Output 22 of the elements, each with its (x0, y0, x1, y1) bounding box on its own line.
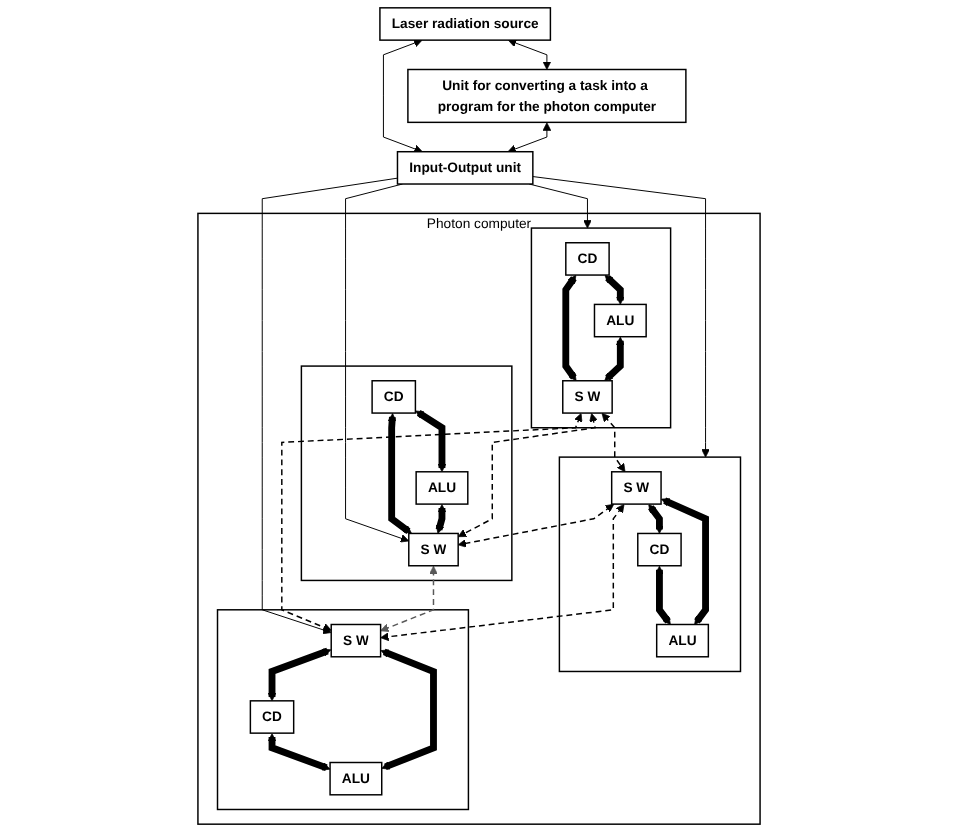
arrow (601, 412, 626, 473)
arrow (457, 503, 615, 548)
cluster (558, 456, 742, 673)
arrow (267, 647, 332, 702)
arrow (604, 336, 625, 382)
cluster (216, 609, 470, 811)
cluster (530, 227, 672, 429)
arrow (380, 648, 437, 771)
arrow (380, 504, 625, 642)
arrow (661, 497, 709, 625)
cluster (300, 365, 513, 582)
arrow (380, 565, 438, 632)
arrow (387, 413, 412, 534)
arrow (604, 274, 625, 305)
arrow (562, 275, 577, 382)
arrow (415, 410, 447, 473)
arrow (435, 504, 447, 534)
arrow (267, 733, 331, 772)
arrow (281, 413, 583, 632)
arrow (655, 565, 671, 625)
arrow (648, 504, 664, 534)
arrow (457, 413, 598, 538)
